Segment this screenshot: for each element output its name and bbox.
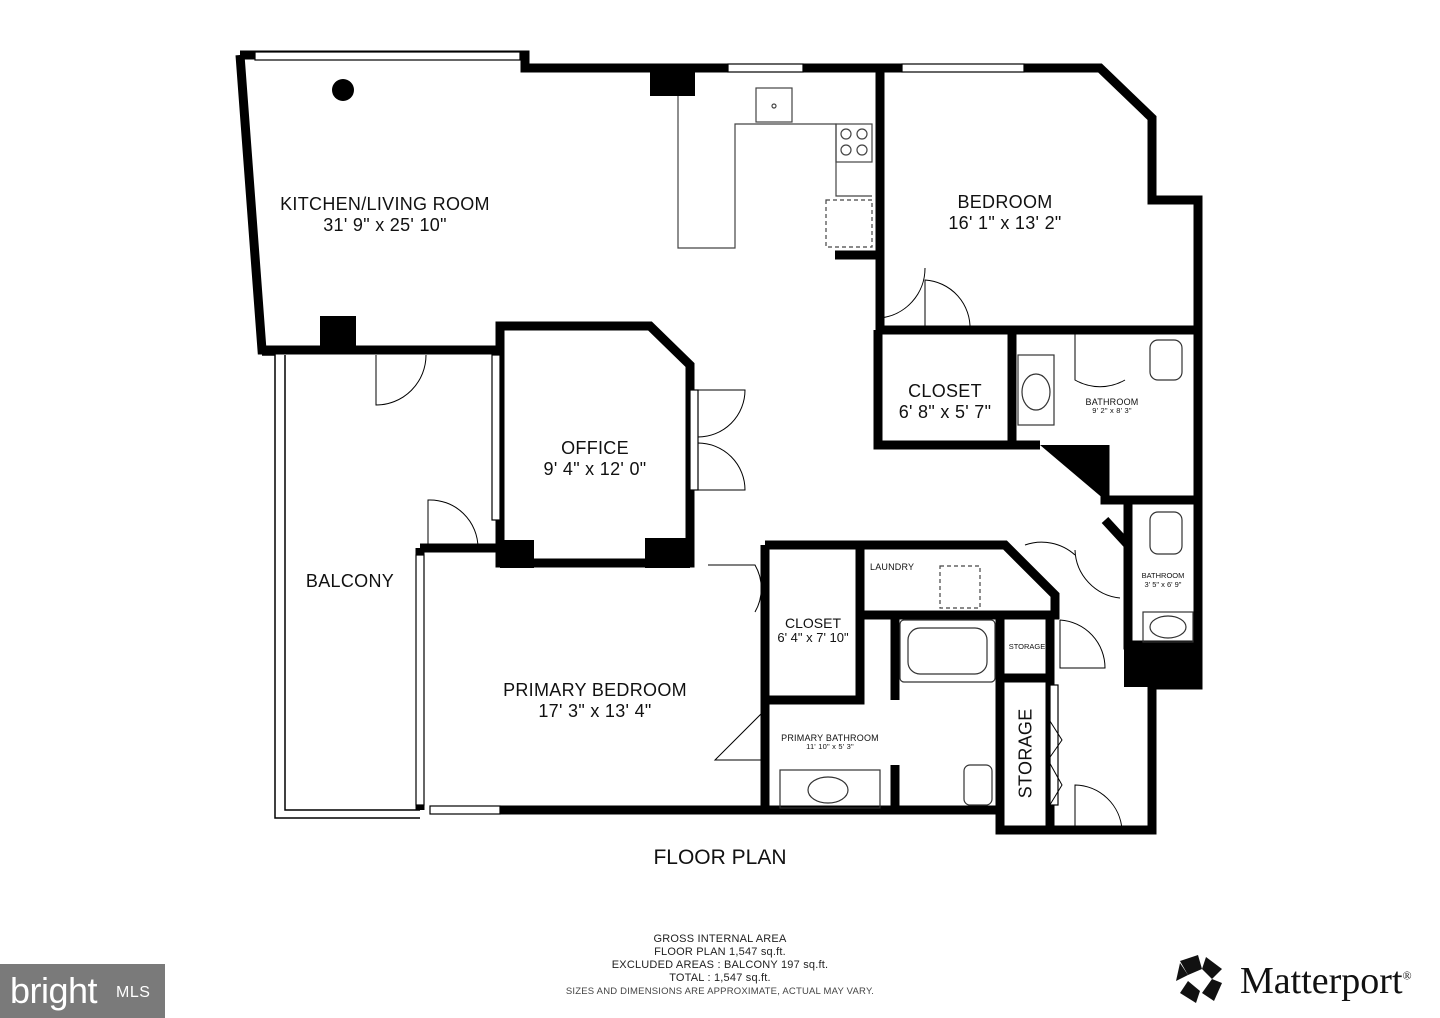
- room-label-storage-large: STORAGE: [1016, 703, 1037, 803]
- area-summary: GROSS INTERNAL AREA FLOOR PLAN 1,547 sq.…: [480, 933, 960, 998]
- bright-logo-word: bright: [10, 970, 98, 1011]
- room-name: STORAGE: [1008, 642, 1046, 651]
- matterport-logo-text: Matterport®: [1240, 959, 1412, 1003]
- room-dims: 6' 4" x 7' 10": [777, 630, 849, 646]
- room-label-bathroom-1: BATHROOM 9' 2" x 8' 3": [1062, 397, 1162, 416]
- room-name: BATHROOM: [1141, 571, 1185, 580]
- room-label-laundry: LAUNDRY: [870, 562, 940, 572]
- room-label-primary-bedroom: PRIMARY BEDROOM 17' 3" x 13' 4": [480, 680, 710, 721]
- matterport-mark: ®: [1402, 968, 1412, 983]
- area-line-1: GROSS INTERNAL AREA: [653, 933, 787, 945]
- area-line-3: EXCLUDED AREAS : BALCONY 197 sq.ft.: [611, 959, 829, 971]
- room-name: CLOSET: [908, 381, 982, 401]
- balcony-outline: [262, 354, 420, 819]
- room-name: OFFICE: [561, 438, 629, 458]
- room-dims: 17' 3" x 13' 4": [538, 700, 652, 721]
- room-dims: 3' 5" x 6' 9": [1144, 579, 1182, 589]
- room-name: PRIMARY BEDROOM: [503, 680, 687, 700]
- room-label-storage-small: STORAGE: [1004, 642, 1050, 652]
- room-dims: 9' 4" x 12' 0": [543, 458, 647, 479]
- room-name: LAUNDRY: [870, 562, 915, 572]
- doors: [375, 267, 1126, 831]
- room-name: STORAGE: [1015, 708, 1036, 799]
- disclaimer: SIZES AND DIMENSIONS ARE APPROXIMATE, AC…: [565, 986, 875, 997]
- area-line-4: TOTAL : 1,547 sq.ft.: [669, 972, 771, 984]
- room-dims: 16' 1" x 13' 2": [948, 212, 1062, 233]
- room-name: KITCHEN/LIVING ROOM: [280, 194, 490, 214]
- room-name: PRIMARY BATHROOM: [781, 733, 879, 743]
- room-label-closet-2: CLOSET 6' 4" x 7' 10": [765, 615, 861, 646]
- room-name: BALCONY: [305, 571, 395, 591]
- room-dims: 9' 2" x 8' 3": [1092, 406, 1132, 416]
- bright-logo-suffix: MLS: [116, 984, 151, 1001]
- room-label-primary-bathroom: PRIMARY BATHROOM 11' 10" x 5' 3": [770, 733, 890, 752]
- room-label-balcony: BALCONY: [290, 571, 410, 592]
- columns: [320, 68, 1202, 687]
- room-dims: 11' 10" x 5' 3": [806, 742, 854, 752]
- room-dims: 6' 8" x 5' 7": [898, 401, 992, 422]
- plan-title: FLOOR PLAN: [653, 846, 787, 869]
- room-label-kitchen-living: KITCHEN/LIVING ROOM 31' 9" x 25' 10": [255, 194, 515, 235]
- room-label-bedroom: BEDROOM 16' 1" x 13' 2": [920, 192, 1090, 233]
- fixtures: [779, 339, 1194, 809]
- room-name: BATHROOM: [1085, 397, 1139, 407]
- room-name: BEDROOM: [957, 192, 1053, 212]
- room-name: CLOSET: [784, 615, 841, 631]
- bright-mls-logo: bright MLS: [0, 964, 165, 1018]
- room-label-bathroom-2: BATHROOM 3' 5" x 6' 9": [1130, 571, 1196, 589]
- matterport-word: Matterport: [1240, 960, 1403, 1002]
- room-label-office: OFFICE 9' 4" x 12' 0": [520, 438, 670, 479]
- matterport-logo-icon: [1176, 955, 1222, 1003]
- kitchen-counter: [677, 87, 981, 609]
- room-label-closet-1: CLOSET 6' 8" x 5' 7": [885, 381, 1005, 422]
- windows: [254, 51, 1059, 815]
- room-dims: 31' 9" x 25' 10": [323, 214, 447, 235]
- area-line-2: FLOOR PLAN 1,547 sq.ft.: [654, 946, 786, 958]
